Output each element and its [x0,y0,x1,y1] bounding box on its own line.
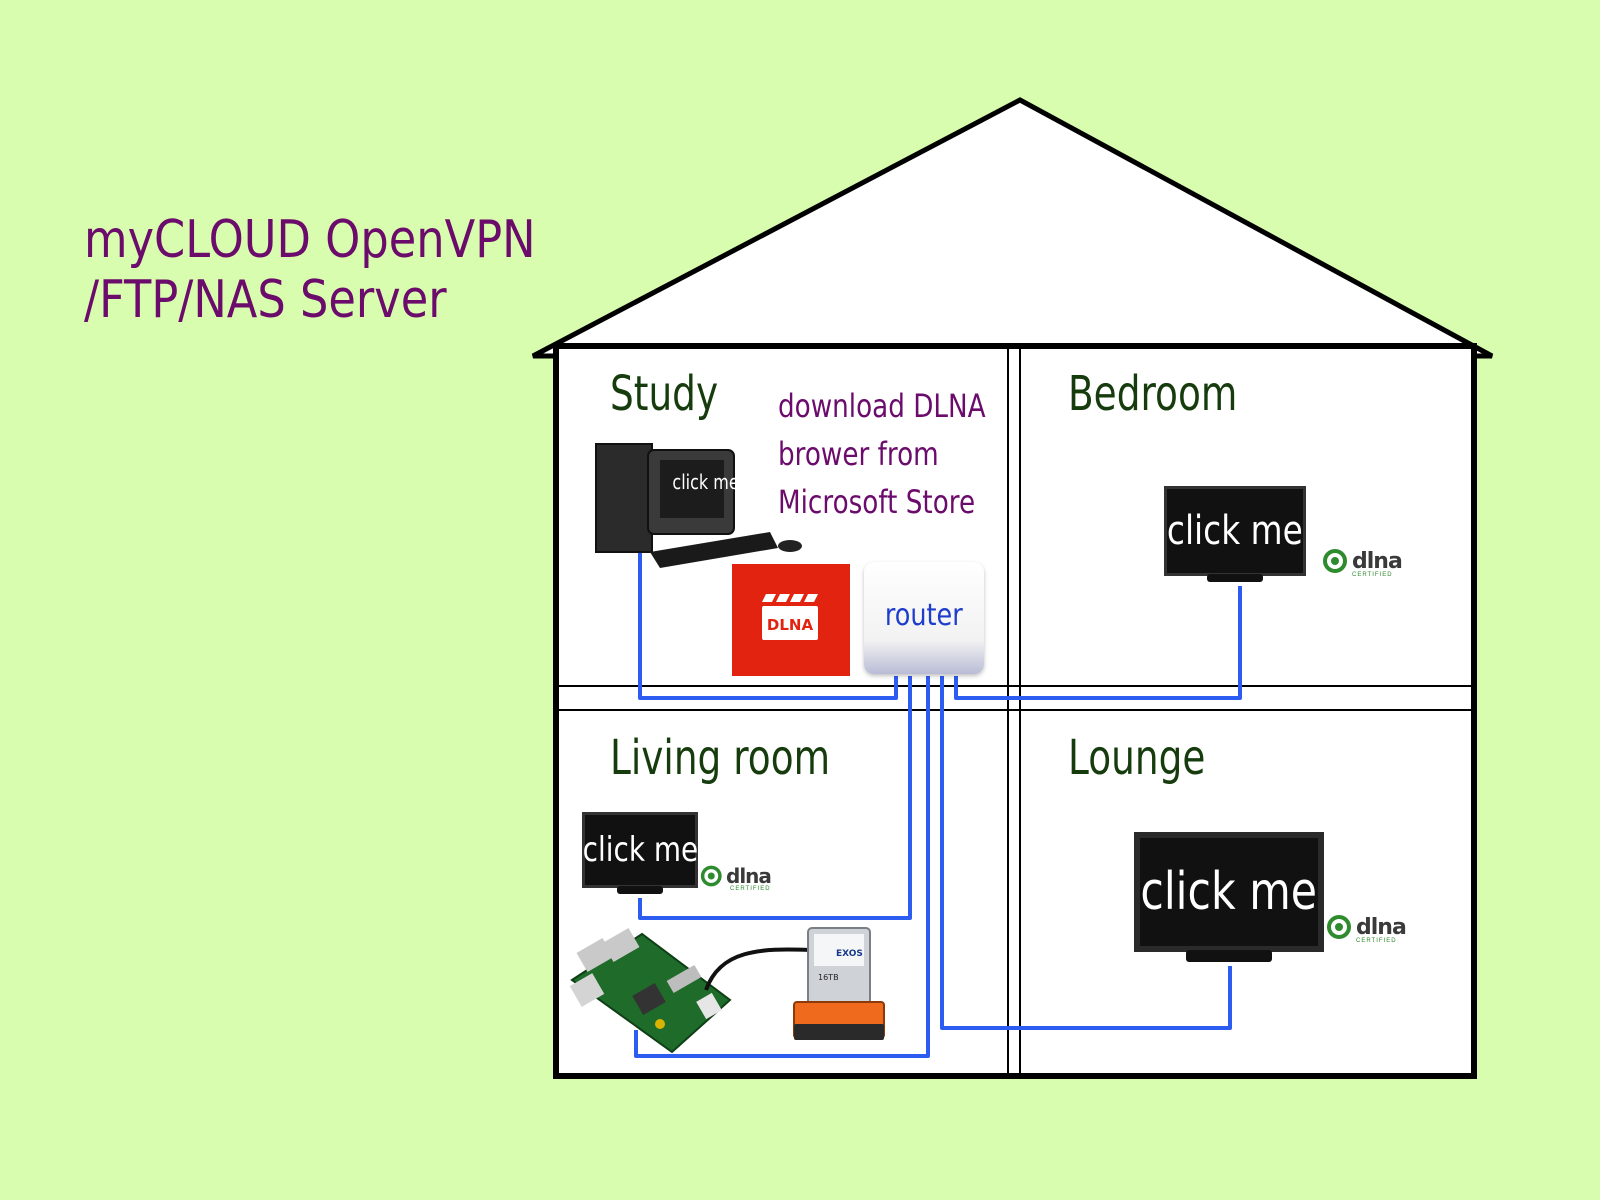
living-room-tv-label: click me [582,830,698,870]
store-note-line-3: Microsoft Store [778,483,976,521]
lounge-tv-screen[interactable]: click me [1134,832,1324,952]
title-line-2: /FTP/NAS Server [84,270,447,330]
dlna-badge-text: dlna [1352,548,1403,574]
dlna-logo-icon [1327,915,1351,939]
lounge-tv-stand [1186,950,1272,962]
room-label-lounge: Lounge [1068,730,1206,786]
store-note-line-2: brower from [778,435,939,473]
living-room-tv-screen[interactable]: click me [582,812,698,888]
bedroom-tv-screen[interactable]: click me [1164,486,1306,576]
router-label: router [885,597,963,633]
dlna-logo-icon [700,865,722,887]
house-roof [531,97,1494,359]
hdd-size: 16TB [818,973,839,982]
bedroom-tv-stand [1207,574,1263,582]
dlna-clapper-icon: DLNA [762,594,818,640]
network-cables [634,552,1242,1058]
dlna-badge-sub: CERTIFIED [1352,572,1393,578]
dlna-badge-text: dlna [726,864,772,888]
bedroom-tv[interactable]: click me [1164,486,1306,586]
dlna-app-icon[interactable]: DLNA [732,564,850,676]
dlna-badge-sub: CERTIFIED [1356,938,1397,944]
store-note-line-1: download DLNA [778,387,986,425]
store-note: download DLNA brower from Microsoft Stor… [778,382,986,526]
cable-living-tv [638,676,912,920]
cable-lounge-tv [940,676,1232,1030]
lounge-tv-label: click me [1140,862,1318,922]
dlna-certified-badge-lounge: dlna CERTIFIED [1326,914,1407,944]
cable-bedroom-tv [954,586,1242,700]
pc-click-me[interactable]: click me [672,470,739,494]
title-line-1: myCLOUD OpenVPN [84,210,536,270]
dlna-certified-badge-bedroom: dlna CERTIFIED [1322,548,1403,578]
usb-cable [704,947,811,991]
room-label-living-room: Living room [610,730,831,786]
cable-pc [638,552,898,700]
dlna-badge-text: dlna [1356,914,1407,940]
living-room-tv-stand [617,886,663,894]
router-device[interactable]: router [864,562,984,674]
hdd-dock: EXOS 16TB [793,927,885,1040]
desktop-computer[interactable] [595,443,802,568]
room-label-bedroom: Bedroom [1068,366,1238,422]
lounge-tv[interactable]: click me [1134,832,1324,966]
cable-nas [634,676,930,1058]
hdd-brand: EXOS [836,949,863,959]
living-room-tv[interactable]: click me [582,812,698,898]
bedroom-tv-label: click me [1167,508,1303,554]
dlna-badge-sub: CERTIFIED [730,886,771,892]
dlna-logo-icon [1323,549,1347,573]
room-label-study: Study [610,366,719,422]
dlna-app-label: DLNA [767,616,814,634]
dlna-certified-badge-living: dlna CERTIFIED [700,864,772,892]
page-title: myCLOUD OpenVPN /FTP/NAS Server [84,210,536,330]
raspberry-pi [569,927,732,1054]
